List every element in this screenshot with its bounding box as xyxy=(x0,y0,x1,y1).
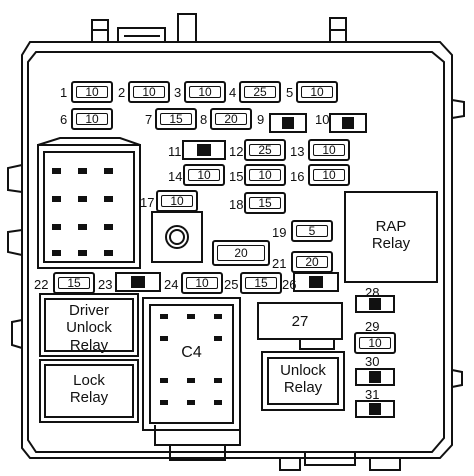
fuse-11-number: 11 xyxy=(168,144,182,159)
fuse-31-number: 31 xyxy=(365,387,380,402)
fuse-29-number: 29 xyxy=(365,319,380,334)
fuse-29: 10 xyxy=(354,332,396,354)
connector-pins xyxy=(52,168,113,256)
fuse-18-number: 18 xyxy=(229,197,244,212)
fuse-19: 5 xyxy=(291,220,333,242)
fuse-20-center: 20 xyxy=(212,240,270,266)
fuse-17: 10 xyxy=(156,190,198,212)
fuse-12: 25 xyxy=(244,139,286,161)
fuse-25: 15 xyxy=(240,272,282,294)
fuse-4-amp: 25 xyxy=(244,85,276,99)
fuse-17-amp: 10 xyxy=(161,194,193,208)
lock-relay-label: Lock Relay xyxy=(69,372,109,407)
fuse-block-housing xyxy=(7,13,465,471)
fuse-22: 15 xyxy=(53,272,95,294)
fuse-18: 15 xyxy=(244,192,286,214)
center-fuse-label: 20 xyxy=(217,245,265,261)
fuse-2: 10 xyxy=(128,81,170,103)
fuse-5-number: 5 xyxy=(286,85,294,100)
fuse-19-amp: 5 xyxy=(296,224,328,238)
fuse-16-number: 16 xyxy=(290,169,305,184)
fuse-6-amp: 10 xyxy=(76,112,108,126)
fuse-18-amp: 15 xyxy=(249,196,281,210)
fuse-16-amp: 10 xyxy=(313,168,345,182)
fuse-23-number: 23 xyxy=(98,277,113,292)
block-27-label: 27 xyxy=(291,313,309,330)
fuse-13-amp: 10 xyxy=(313,143,345,157)
fuse-8: 20 xyxy=(210,108,252,130)
fuse-3: 10 xyxy=(184,81,226,103)
fuse-30-number: 30 xyxy=(365,354,380,369)
fuse-2-number: 2 xyxy=(118,85,126,100)
fuse-3-amp: 10 xyxy=(189,85,221,99)
fuse-21-amp: 20 xyxy=(296,255,328,269)
fuse-14: 10 xyxy=(183,164,225,186)
fuse-4: 25 xyxy=(239,81,281,103)
fuse-7: 15 xyxy=(155,108,197,130)
fuse-26-number: 26 xyxy=(282,277,297,292)
fuse-14-amp: 10 xyxy=(188,168,220,182)
fuse-12-number: 12 xyxy=(229,144,244,159)
fuse-19-number: 19 xyxy=(272,225,287,240)
fuse-25-number: 25 xyxy=(224,277,239,292)
unlock-relay-label: Unlock Relay xyxy=(280,362,326,397)
fuse-13: 10 xyxy=(308,139,350,161)
fuse-3-number: 3 xyxy=(174,85,182,100)
fuse-21: 20 xyxy=(291,251,333,273)
mini-relays xyxy=(115,113,395,418)
fuse-13-number: 13 xyxy=(290,144,305,159)
fuse-15-number: 15 xyxy=(229,169,244,184)
fuse-21-number: 21 xyxy=(272,256,287,271)
fuse-6: 10 xyxy=(71,108,113,130)
fuse-15-amp: 10 xyxy=(249,168,281,182)
fuse-6-number: 6 xyxy=(60,112,68,127)
fuse-8-number: 8 xyxy=(200,112,208,127)
fuse-24-number: 24 xyxy=(164,277,179,292)
fuse-16: 10 xyxy=(308,164,350,186)
fuse-5-amp: 10 xyxy=(301,85,333,99)
rap-relay-label: RAP Relay xyxy=(371,218,411,253)
driver-unlock-relay-label: Driver Unlock Relay xyxy=(66,302,112,354)
fuse-15: 10 xyxy=(244,164,286,186)
fuse-5: 10 xyxy=(296,81,338,103)
fuse-10-number: 10 xyxy=(315,112,330,127)
fuse-25-amp: 15 xyxy=(245,276,277,290)
fuse-1-number: 1 xyxy=(60,85,68,100)
fuse-7-amp: 15 xyxy=(160,112,192,126)
fuse-2-amp: 10 xyxy=(133,85,165,99)
fuse-24: 10 xyxy=(181,272,223,294)
fuse-7-number: 7 xyxy=(145,112,153,127)
fuse-9-number: 9 xyxy=(257,112,265,127)
c4-pins xyxy=(160,314,222,405)
fuse-1: 10 xyxy=(71,81,113,103)
fuse-28-number: 28 xyxy=(365,285,380,300)
fuse-24-amp: 10 xyxy=(186,276,218,290)
c4-connector-label: C4 xyxy=(181,344,202,361)
fuse-22-amp: 15 xyxy=(58,276,90,290)
fuse-22-number: 22 xyxy=(34,277,49,292)
fuse-14-number: 14 xyxy=(168,169,183,184)
fuse-12-amp: 25 xyxy=(249,143,281,157)
fuse-17-number: 17 xyxy=(140,195,155,210)
fuse-29-amp: 10 xyxy=(359,336,391,350)
fuse-8-amp: 20 xyxy=(215,112,247,126)
fuse-1-amp: 10 xyxy=(76,85,108,99)
fuse-4-number: 4 xyxy=(229,85,237,100)
